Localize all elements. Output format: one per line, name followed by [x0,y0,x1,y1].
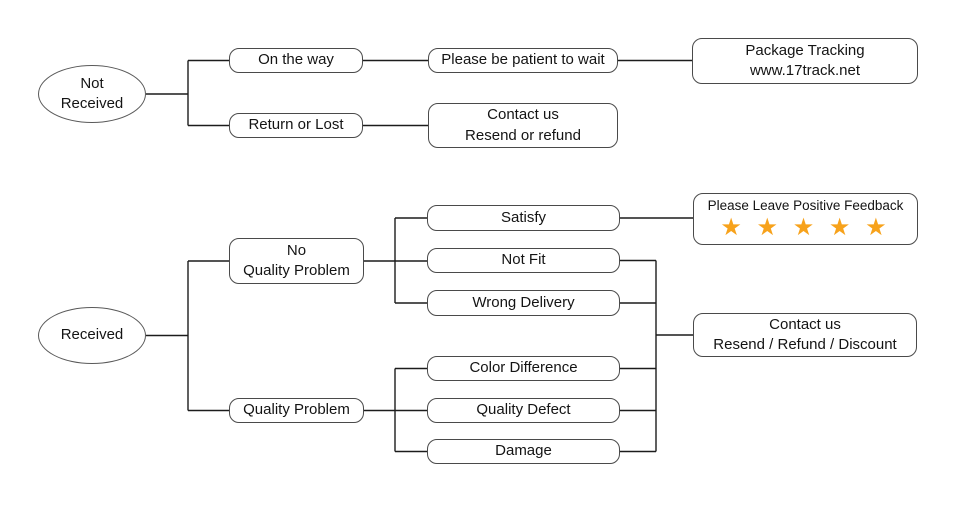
node-label: Wrong Delivery [472,293,575,311]
node-label: Not Fit [501,251,546,269]
node-label: No [286,241,307,259]
node-no-quality-problem: No Quality Problem [229,238,364,284]
node-label: Please be patient to wait [441,51,605,69]
node-not-fit: Not Fit [427,248,620,273]
node-label: Contact us [487,106,559,124]
node-please-be-patient: Please be patient to wait [428,48,618,73]
node-label: Quality Defect [476,401,571,419]
node-color-difference: Color Difference [427,356,620,381]
node-label: Please Leave Positive Feedback [707,197,904,213]
node-label: On the way [258,51,334,69]
node-label: Return or Lost [248,116,344,134]
node-label: Resend / Refund / Discount [713,336,897,353]
node-contact-resend-refund-discount: Contact us Resend / Refund / Discount [693,313,917,357]
node-quality-defect: Quality Defect [427,398,620,423]
node-label: Quality Problem [243,401,350,419]
node-label: Package Tracking [745,41,865,59]
tracking-url: www.17track.net [749,62,861,79]
node-received: Received [38,307,146,364]
node-contact-resend-refund: Contact us Resend or refund [428,103,618,148]
node-on-the-way: On the way [229,48,363,73]
node-wrong-delivery: Wrong Delivery [427,290,620,316]
node-label: Received [60,326,124,344]
node-label: Resend or refund [465,126,581,144]
node-label: Received [60,95,124,112]
node-satisfy: Satisfy [427,205,620,231]
node-label: Quality Problem [243,262,350,279]
node-package-tracking: Package Tracking www.17track.net [692,38,918,84]
node-label: Color Difference [469,359,578,377]
five-stars-icon: ★ ★ ★ ★ ★ [720,214,891,242]
node-label: Damage [495,442,552,460]
node-label: Contact us [769,315,841,333]
node-damage: Damage [427,439,620,464]
node-positive-feedback: Please Leave Positive Feedback ★ ★ ★ ★ ★ [693,193,918,245]
node-quality-problem: Quality Problem [229,398,364,423]
connectors [146,59,693,453]
node-label: Not [80,74,104,92]
node-return-or-lost: Return or Lost [229,113,363,138]
node-not-received: Not Received [38,65,146,123]
node-label: Satisfy [500,208,546,226]
